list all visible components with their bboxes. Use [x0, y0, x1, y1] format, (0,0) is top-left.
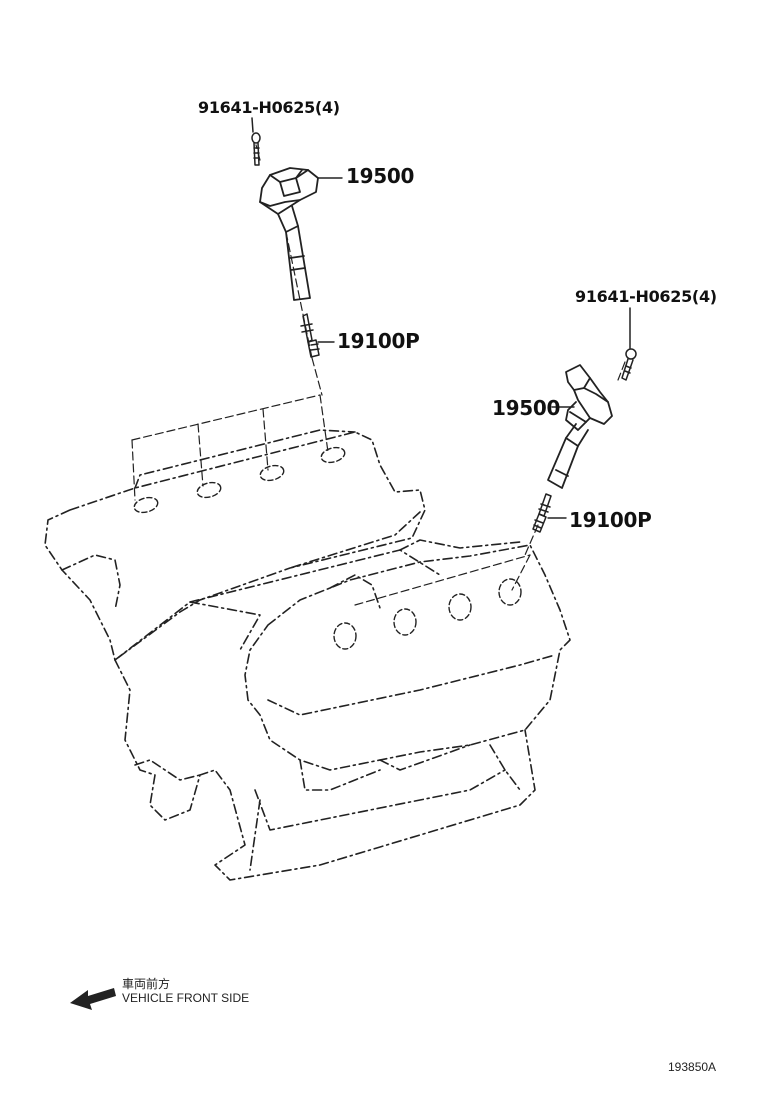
ignition-coil-right	[547, 364, 613, 489]
callout-bolt-right[interactable]: 91641-H0625(4)	[575, 287, 717, 306]
bolt-left	[251, 117, 261, 166]
bolt-right	[621, 307, 637, 381]
spark-plug-holes	[133, 446, 522, 650]
ignition-coil-left	[259, 167, 319, 301]
leader-lines	[317, 177, 575, 519]
callout-coil-left[interactable]: 19500	[346, 164, 415, 188]
callout-bolt-left[interactable]: 91641-H0625(4)	[198, 98, 340, 117]
illustration-code: 193850A	[668, 1060, 717, 1074]
engine-block-outline	[44, 429, 571, 881]
spark-plug-right	[532, 493, 552, 533]
direction-label-jp: 車両前方	[122, 977, 171, 991]
direction-label-en: VEHICLE FRONT SIDE	[122, 991, 250, 1005]
callout-plug-left[interactable]: 19100P	[337, 329, 420, 353]
spark-plug-left	[300, 313, 320, 358]
callout-plug-right[interactable]: 19100P	[569, 508, 652, 532]
callout-coil-right[interactable]: 19500	[492, 396, 561, 420]
vehicle-front-arrow	[70, 988, 116, 1010]
